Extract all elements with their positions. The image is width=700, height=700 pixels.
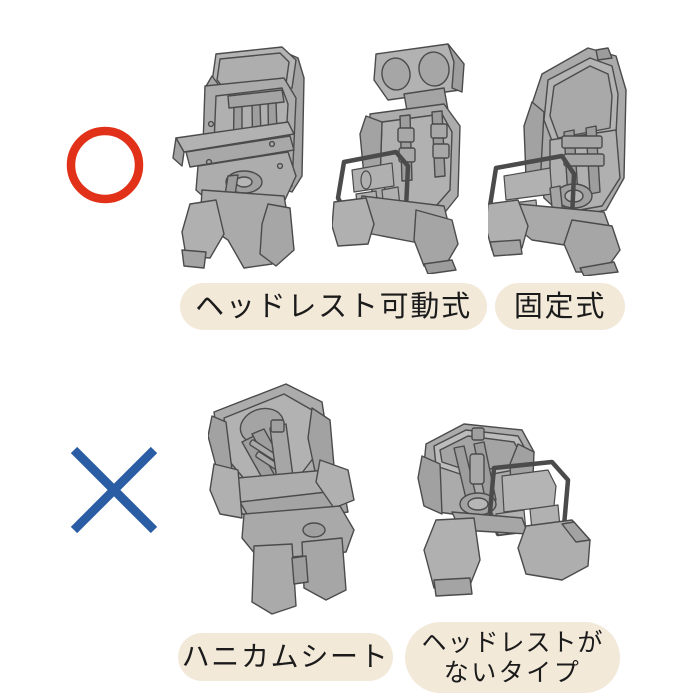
honeycomb-seat-illustration	[208, 366, 374, 616]
batsu-ng-mark	[62, 438, 166, 542]
label-no-headrest-type: ヘッドレストが ないタイプ	[405, 622, 620, 693]
label-movable-headrest: ヘッドレスト可動式	[180, 283, 487, 330]
rear-seat-fixed-headrest-illustration	[488, 28, 632, 276]
label-honeycomb-seat: ハニカムシート	[178, 633, 393, 681]
label-no-headrest-type-line1: ヘッドレストが	[421, 628, 604, 657]
label-fixed-type: 固定式	[495, 283, 625, 330]
no-headrest-seat-illustration	[412, 408, 602, 598]
front-seat-movable-headrest-illustration	[172, 26, 324, 274]
maru-ok-mark	[62, 122, 148, 208]
rear-seat-movable-headrest-illustration	[332, 30, 472, 274]
label-no-headrest-type-line2: ないタイプ	[443, 657, 582, 687]
